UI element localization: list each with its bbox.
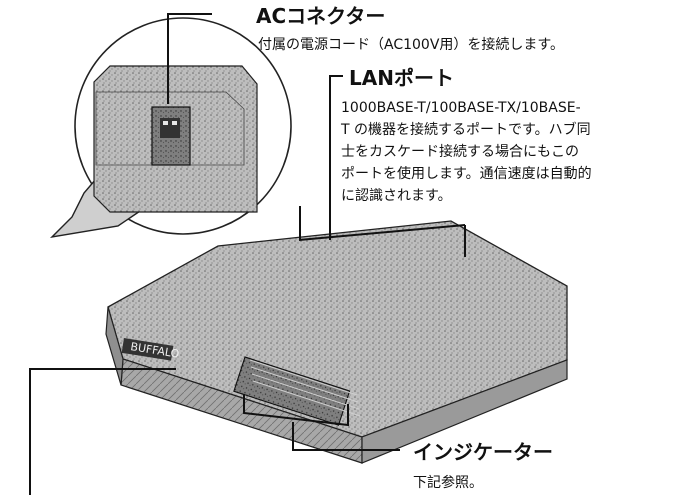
lan-port-title: LANポート [349, 66, 454, 90]
ac-connector-title: ACコネクター [256, 4, 386, 28]
hub-body: BUFFALO [105, 220, 568, 464]
lan-port-desc: 1000BASE-T/100BASE-TX/10BASE- T の機器を接続する… [341, 97, 686, 207]
zoom-pointer [49, 178, 147, 239]
ac-connector-zoom [49, 17, 292, 239]
lan-port-desc-line: 士をカスケード接続する場合にもこの [341, 144, 579, 160]
lan-port-desc-line: に認識されます。 [341, 188, 452, 204]
lan-port-desc-line: 1000BASE-T/100BASE-TX/10BASE- [341, 100, 581, 116]
indicator-desc: 下記参照。 [413, 475, 483, 491]
lan-port-desc-line: T の機器を接続するポートです。ハブ同 [341, 122, 591, 138]
lan-port-bracket [298, 206, 466, 257]
front-switch-leader [29, 368, 176, 495]
lan-port-leader [329, 75, 343, 240]
ac-connector-leader [167, 13, 212, 104]
ac-connector-desc: 付属の電源コード（AC100V用）を接続します。 [258, 37, 565, 53]
indicator-leader [292, 422, 400, 451]
lan-port-desc-line: ポートを使用します。通信速度は自動的 [341, 166, 592, 182]
hub-left-side [105, 306, 124, 386]
hub-side [361, 359, 568, 464]
indicator-title: インジケーター [413, 440, 553, 464]
brand-plate [121, 337, 174, 361]
ac-pin [163, 121, 168, 125]
ac-pin [172, 121, 177, 125]
indicator-bracket [243, 394, 349, 427]
indicator-ports [233, 356, 351, 426]
